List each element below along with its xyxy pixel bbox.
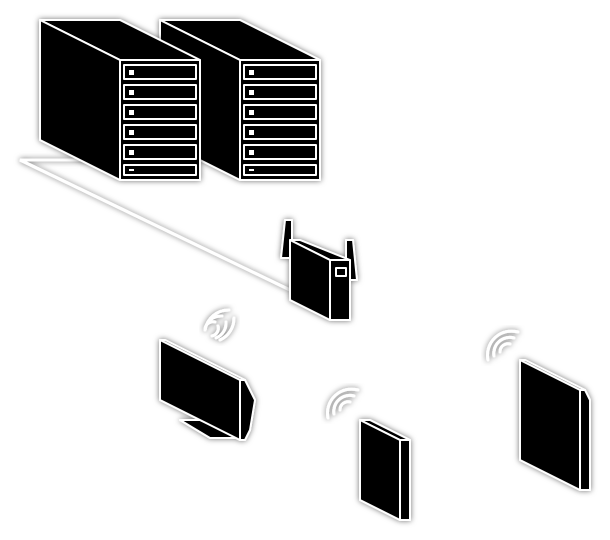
- wireless-router-icon: [280, 219, 358, 321]
- tablet-large-icon: [519, 359, 591, 491]
- server-1-drive-bays: [123, 64, 197, 176]
- server-2-drive-bays: [243, 64, 317, 176]
- wired-link: [19, 158, 291, 292]
- tablet-icon: [359, 419, 411, 521]
- tablet-large-wifi-icon: [486, 329, 520, 362]
- monitor-wifi-icon: [203, 308, 236, 342]
- tablet-wifi-icon: [326, 387, 360, 420]
- monitor-icon: [159, 339, 256, 441]
- server-1-icon: [39, 19, 201, 181]
